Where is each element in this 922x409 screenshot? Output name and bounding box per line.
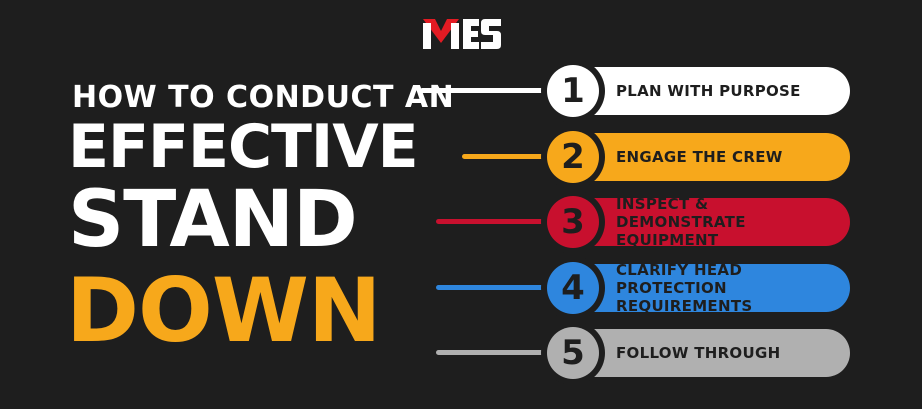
step-5-badge: 5 [541, 321, 605, 385]
step-1-number: 1 [547, 65, 599, 117]
step-5-label: FOLLOW THROUGH [616, 344, 781, 362]
step-3-label: INSPECT & DEMONSTRATE EQUIPMENT [616, 195, 746, 249]
logo-m-right [451, 23, 459, 49]
step-4-connector [436, 285, 570, 290]
step-1-connector [420, 88, 570, 93]
logo-red-chevron [423, 19, 459, 43]
headline-line-3: STAND [68, 175, 358, 265]
step-3-number: 3 [547, 196, 599, 248]
mes-logo [421, 15, 503, 51]
step-4-number: 4 [547, 262, 599, 314]
step-1-badge: 1 [541, 59, 605, 123]
logo-s [481, 19, 501, 49]
headline-line-1: HOW TO CONDUCT AN [72, 80, 455, 115]
step-2-label: ENGAGE THE CREW [616, 148, 783, 166]
headline-line-2: EFFECTIVE [68, 112, 419, 182]
step-3: INSPECT & DEMONSTRATE EQUIPMENT 3 [541, 190, 850, 254]
step-4-badge: 4 [541, 256, 605, 320]
step-5-connector [436, 350, 570, 355]
step-2-connector [462, 154, 570, 159]
step-3-connector [436, 219, 570, 224]
step-2-badge: 2 [541, 125, 605, 189]
logo-m-left [423, 23, 431, 49]
step-5-number: 5 [547, 327, 599, 379]
step-5: FOLLOW THROUGH 5 [541, 321, 850, 385]
headline-line-4: DOWN [66, 259, 382, 362]
step-4: CLARIFY HEAD PROTECTION REQUIREMENTS 4 [541, 256, 850, 320]
step-4-label: CLARIFY HEAD PROTECTION REQUIREMENTS [616, 261, 753, 315]
logo-e [463, 19, 479, 49]
mes-logo-mark [423, 19, 501, 49]
step-1: PLAN WITH PURPOSE 1 [541, 59, 850, 123]
step-3-badge: 3 [541, 190, 605, 254]
step-2: ENGAGE THE CREW 2 [541, 125, 850, 189]
step-2-number: 2 [547, 131, 599, 183]
step-1-label: PLAN WITH PURPOSE [616, 82, 801, 100]
